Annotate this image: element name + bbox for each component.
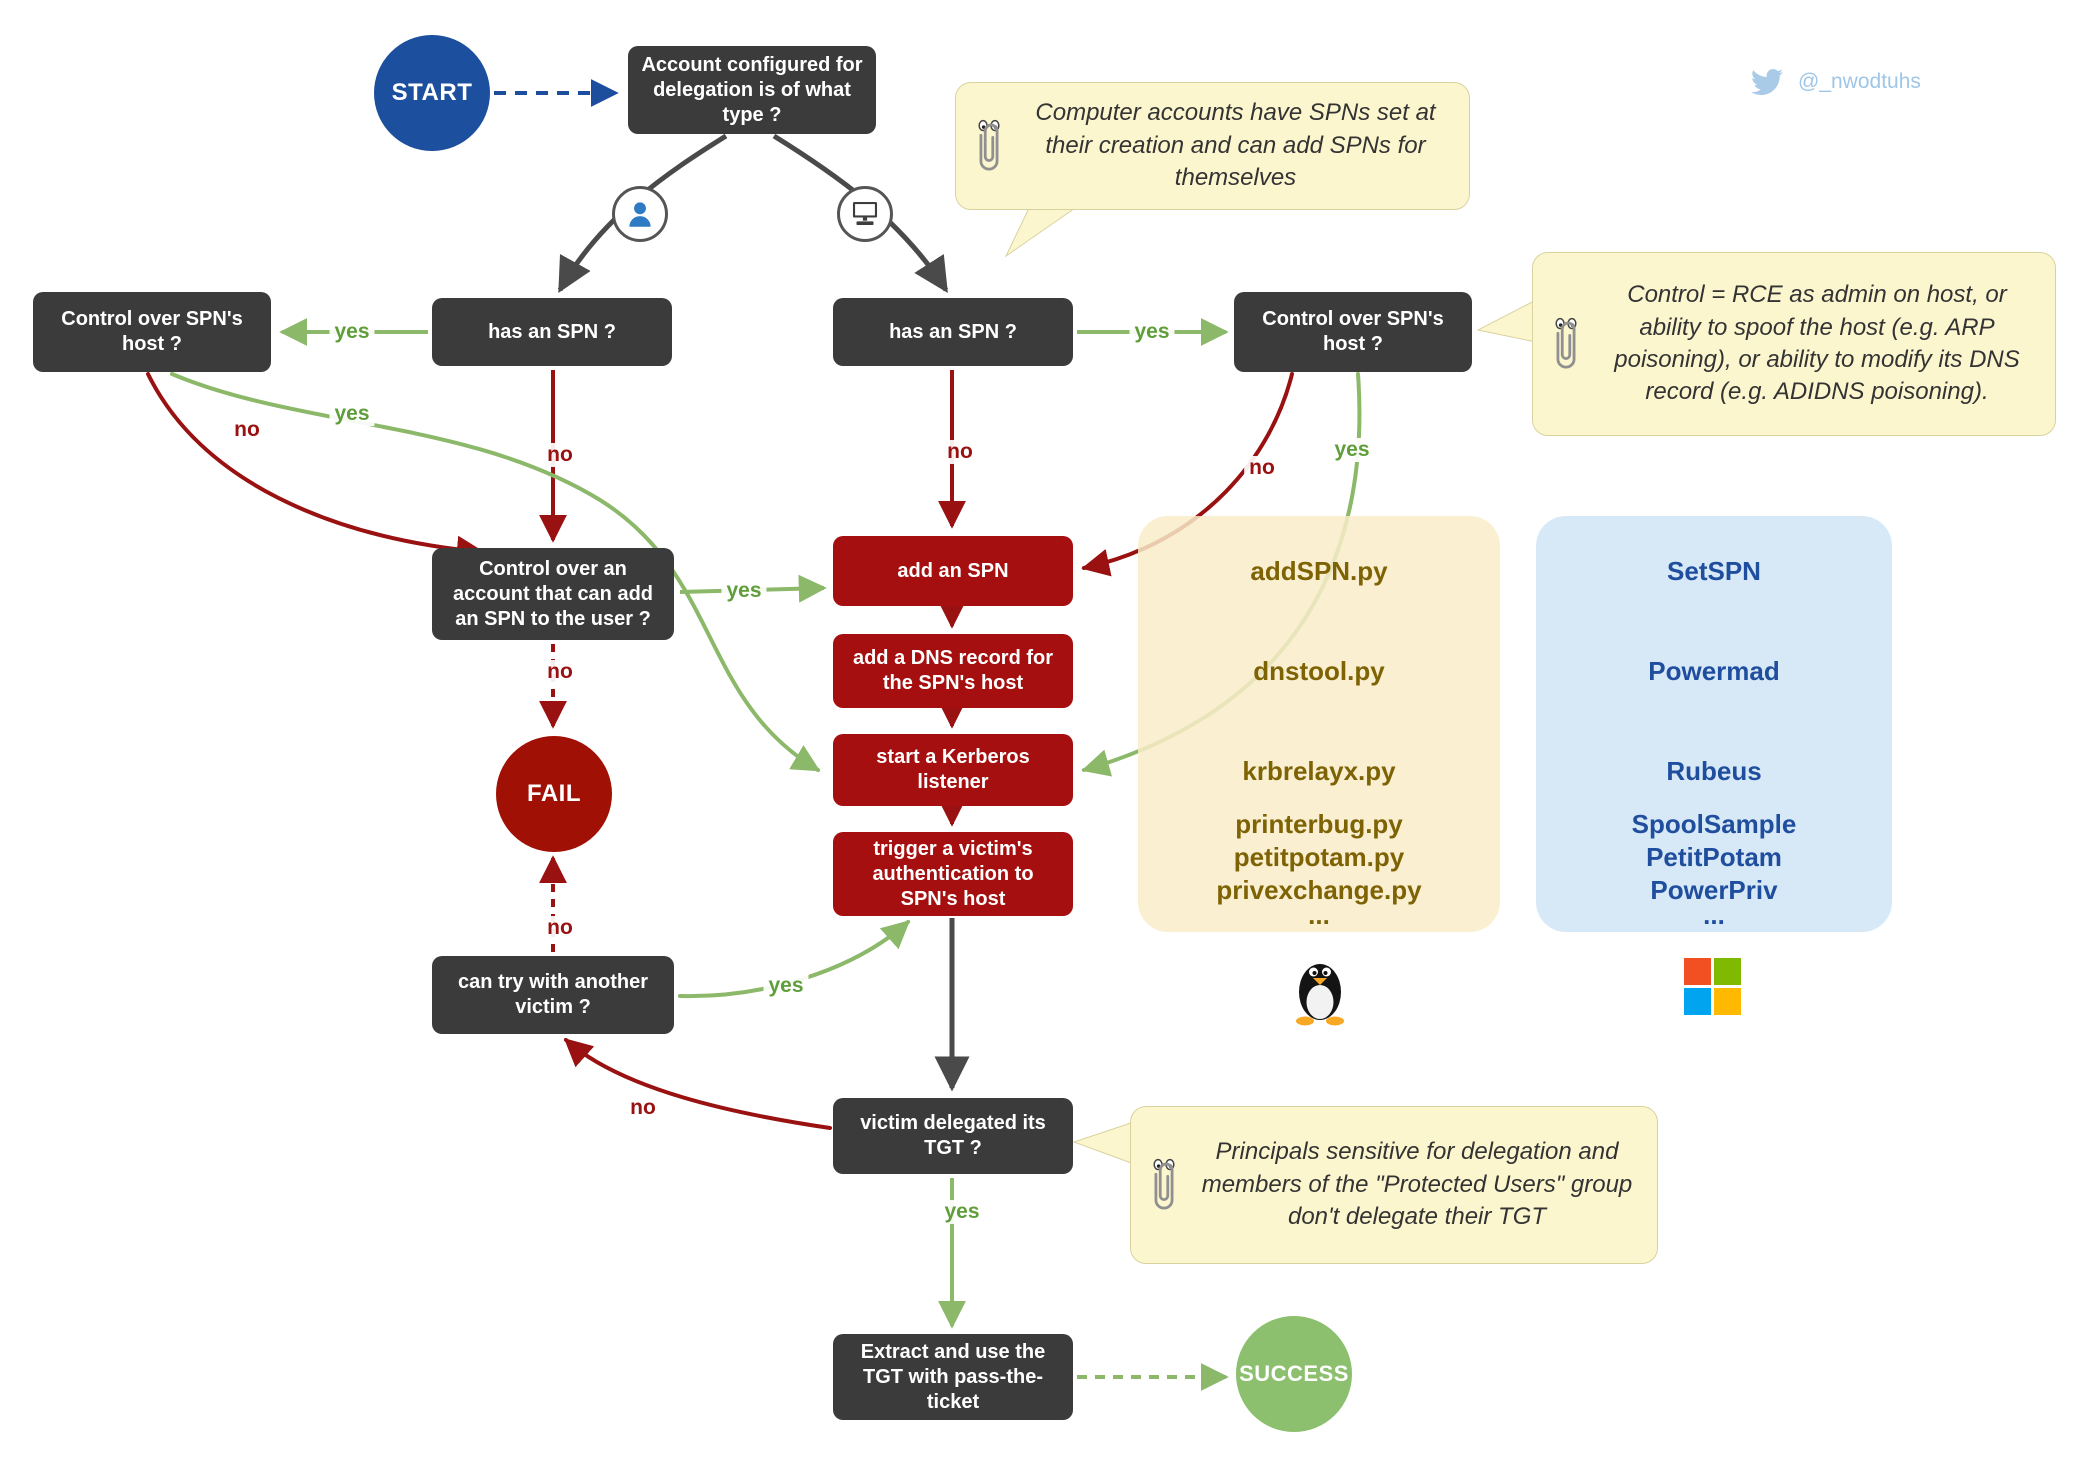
node-account-type: Account configured for delegation is of …	[628, 46, 876, 134]
windows-logo-yellow	[1714, 988, 1741, 1015]
windows-logo-red	[1684, 958, 1711, 985]
edge-controlhost-right-no	[1081, 372, 1294, 577]
node-start: START	[374, 35, 490, 151]
edge-controlhost-left-no	[146, 372, 485, 564]
clippy-icon	[977, 119, 1001, 171]
note-computer-accounts-text: Computer accounts have SPNs set at their…	[1035, 99, 1436, 192]
node-trigger-victim-auth: trigger a victim's authentication to SPN…	[833, 832, 1073, 916]
windows-tool: PowerPriv	[1650, 875, 1778, 905]
note-tail-protected-users	[1072, 1121, 1135, 1165]
node-add-spn: add an SPN	[833, 536, 1073, 606]
edge-controlhost-left-yes	[170, 372, 821, 772]
edge-label-no-victim: no	[625, 1096, 661, 1120]
edge-victim-no	[563, 1038, 832, 1130]
node-start-kerberos-listener: start a Kerberos listener	[833, 734, 1073, 806]
edge-label-yes-cantry: yes	[763, 974, 809, 998]
windows-tool: Powermad	[1648, 656, 1780, 686]
edge-label-no-hasspn-right: no	[942, 440, 978, 464]
edge-label-yes-controlhost-left: yes	[329, 402, 375, 426]
node-can-try-another-victim: can try with another victim ?	[432, 956, 674, 1034]
node-extract-use-tgt: Extract and use the TGT with pass-the-ti…	[833, 1334, 1073, 1420]
edge-label-no-cantry: no	[542, 916, 578, 940]
clippy-icon	[1152, 1158, 1176, 1210]
node-has-spn-user: has an SPN ?	[432, 298, 672, 366]
windows-tool: SetSPN	[1667, 556, 1761, 586]
node-victim-delegated-tgt: victim delegated its TGT ?	[833, 1098, 1073, 1174]
windows-tool-ellipsis: ...	[1703, 900, 1725, 930]
windows-logo-green	[1714, 958, 1741, 985]
linux-tool: privexchange.py	[1216, 875, 1422, 905]
windows-logo-icon	[1684, 958, 1741, 1015]
edge-label-yes-hasspn-left: yes	[329, 320, 375, 344]
twitter-handle: @_nwodtuhs	[1798, 70, 1921, 93]
node-success: SUCCESS	[1236, 1316, 1352, 1432]
windows-logo-blue	[1684, 988, 1711, 1015]
linux-tool-ellipsis: ...	[1308, 900, 1330, 930]
note-control-definition-text: Control = RCE as admin on host, or abili…	[1614, 281, 2020, 406]
twitter-bird-icon	[1751, 69, 1783, 96]
edge-label-yes-controlhost-right: yes	[1329, 438, 1375, 462]
edge-label-no-hasspn-left: no	[542, 443, 578, 467]
computer-icon	[837, 186, 893, 242]
node-fail: FAIL	[496, 736, 612, 852]
tux-linux-icon	[1288, 950, 1352, 1031]
windows-tool: SpoolSample	[1631, 809, 1797, 839]
edge-label-yes-controlaccount: yes	[721, 579, 767, 603]
user-icon	[612, 186, 668, 242]
twitter-attribution: @_nwodtuhs	[1748, 66, 1921, 98]
linux-tool: petitpotam.py	[1233, 842, 1405, 872]
note-computer-accounts: Computer accounts have SPNs set at their…	[955, 82, 1470, 210]
note-control-definition: Control = RCE as admin on host, or abili…	[1532, 252, 2056, 436]
windows-tool: PetitPotam	[1646, 842, 1782, 872]
windows-tool: Rubeus	[1666, 756, 1762, 786]
linux-tool: printerbug.py	[1235, 809, 1403, 839]
node-control-account-add-spn: Control over an account that can add an …	[432, 548, 674, 640]
linux-tool: addSPN.py	[1250, 556, 1388, 586]
windows-tools-panel: SetSPN Powermad Rubeus SpoolSample Petit…	[1536, 516, 1892, 932]
edge-label-no-controlhost-left: no	[229, 418, 265, 442]
linux-tool: krbrelayx.py	[1242, 756, 1396, 786]
edge-label-no-controlhost-right: no	[1244, 456, 1280, 480]
linux-tool: dnstool.py	[1253, 656, 1385, 686]
edge-label-yes-hasspn-right: yes	[1129, 320, 1175, 344]
node-control-spn-host-right: Control over SPN's host ?	[1234, 292, 1472, 372]
node-control-spn-host-left: Control over SPN's host ?	[33, 292, 271, 372]
clippy-icon	[1554, 317, 1578, 369]
node-has-spn-computer: has an SPN ?	[833, 298, 1073, 366]
note-protected-users-text: Principals sensitive for delegation and …	[1201, 1138, 1633, 1231]
edge-label-yes-victim: yes	[939, 1200, 985, 1224]
note-tail-computer-accounts	[1004, 205, 1080, 258]
node-add-dns-record: add a DNS record for the SPN's host	[833, 634, 1073, 708]
note-tail-control-definition	[1476, 299, 1537, 343]
edge-label-no-controlaccount: no	[542, 660, 578, 684]
linux-tools-panel: addSPN.py dnstool.py krbrelayx.py printe…	[1138, 516, 1500, 932]
note-protected-users: Principals sensitive for delegation and …	[1130, 1106, 1658, 1264]
